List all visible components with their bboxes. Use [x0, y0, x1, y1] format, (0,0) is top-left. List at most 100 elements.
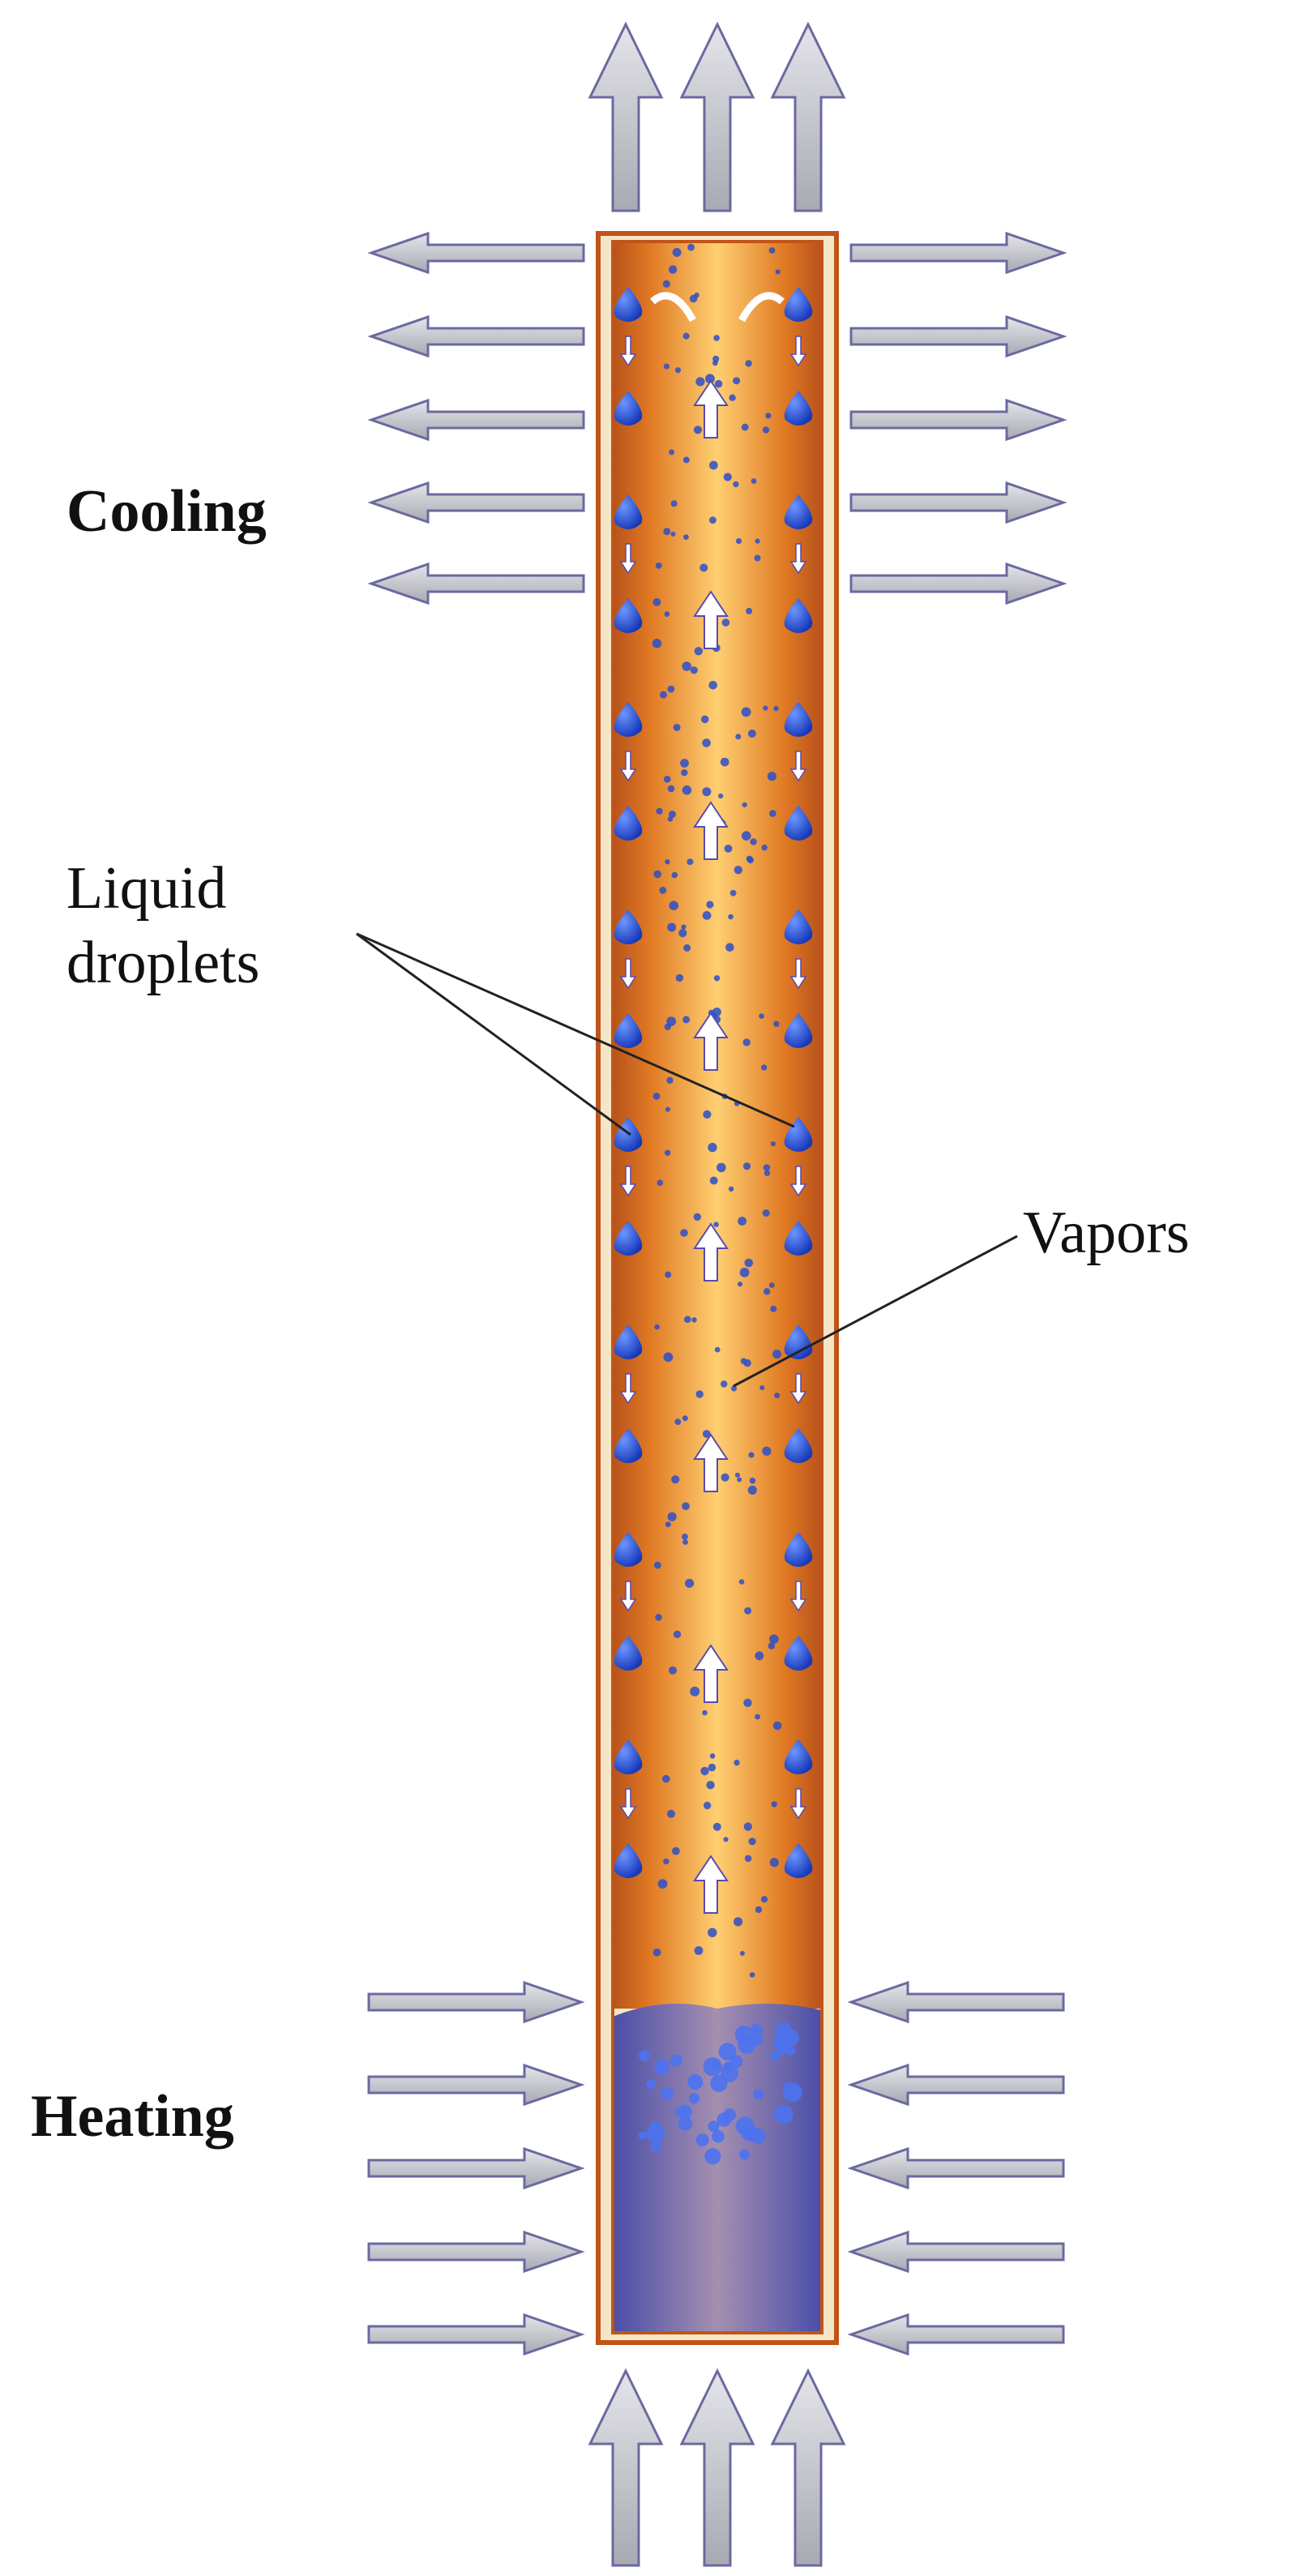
vapors-label: Vapors — [1023, 1200, 1190, 1266]
vapor-particle — [724, 845, 733, 853]
arrow-outward-icon — [849, 562, 1067, 605]
arrow-outward-icon — [367, 398, 585, 442]
vapor-particle — [667, 1809, 675, 1818]
vapor-particle — [684, 1316, 691, 1323]
vapor-particle — [712, 1822, 721, 1831]
arrow-outward-icon — [849, 481, 1067, 524]
vapor-particle — [717, 1162, 726, 1173]
vapor-particle — [666, 1016, 676, 1026]
cooling-label: Cooling — [66, 478, 267, 545]
vapor-particle — [763, 1164, 771, 1171]
vapor-particle — [755, 538, 760, 544]
liquid-droplet — [784, 1117, 813, 1152]
vapor-particle — [702, 738, 711, 747]
vapor-particle — [747, 1485, 757, 1495]
vapor-particle — [678, 929, 687, 938]
vapor-particle — [751, 478, 757, 484]
liquid-droplet — [614, 1739, 643, 1774]
vapor-particle — [730, 1385, 738, 1392]
liquid-droplet — [784, 909, 813, 944]
arrow-up-icon — [693, 1222, 729, 1282]
vapor-particle — [669, 1666, 677, 1675]
vapor-particle — [682, 1016, 691, 1024]
vapor-particle — [665, 1521, 671, 1528]
vapor-particle — [682, 1534, 688, 1540]
vapor-particle — [768, 1282, 775, 1288]
vapor-particle — [675, 973, 684, 982]
arrow-inward-icon — [367, 2146, 585, 2190]
pool-bubble — [650, 2141, 661, 2153]
arrow-down-icon — [789, 543, 807, 575]
droplet-shape — [784, 1739, 813, 1774]
vapor-particle — [662, 1774, 670, 1783]
vapor-particle — [775, 269, 781, 275]
vapor-particle — [699, 563, 708, 572]
vapor-particle — [743, 1822, 752, 1831]
vapor-particle — [663, 363, 670, 370]
arrow-curve-icon — [650, 292, 696, 323]
pool-bubble — [654, 2060, 670, 2075]
vapor-particle — [709, 516, 717, 524]
arrow-inward-icon — [367, 2230, 585, 2274]
vapor-particle — [668, 265, 678, 274]
vapor-particle — [767, 772, 777, 781]
liquid-droplet — [614, 702, 643, 737]
arrow-outward-icon — [367, 315, 585, 358]
pipe-vapor-core — [613, 242, 822, 2009]
vapor-particle — [682, 785, 692, 795]
vapor-particle — [708, 1763, 717, 1772]
arrow-curve-icon — [738, 292, 785, 323]
vapor-particle — [703, 1110, 712, 1119]
arrow-down-icon — [789, 958, 807, 990]
vapor-particle — [738, 1579, 745, 1585]
vapor-particle — [659, 887, 667, 894]
vapor-particle — [745, 360, 752, 367]
pool-bubble — [711, 2060, 720, 2069]
vapor-particle — [749, 1972, 755, 1978]
vapor-particle — [667, 685, 675, 693]
liquid-droplet — [614, 1636, 643, 1671]
vapor-particle — [682, 1415, 688, 1422]
liquid-droplets-label-line2: droplets — [66, 930, 259, 996]
liquid-droplet — [784, 1324, 813, 1359]
droplet-shape — [784, 1013, 813, 1048]
droplet-shape — [614, 1739, 643, 1774]
vapor-particle — [694, 1946, 704, 1955]
liquid-droplet — [784, 806, 813, 841]
vapor-particle — [737, 1477, 742, 1483]
arrow-outward-icon — [849, 398, 1067, 442]
liquid-droplet — [614, 1324, 643, 1359]
arrow-inward-icon — [847, 1980, 1065, 2024]
droplet-shape — [784, 391, 813, 426]
vapor-particle — [761, 844, 768, 851]
arrow-inward-icon — [847, 2063, 1065, 2107]
droplet-shape — [784, 1636, 813, 1671]
arrow-down-icon — [619, 958, 637, 990]
vapor-particle — [735, 734, 742, 740]
pool-bubble — [646, 2079, 656, 2089]
pool-bubble — [638, 2131, 648, 2140]
liquid-droplet — [784, 1636, 813, 1671]
droplet-shape — [614, 1532, 643, 1567]
vapor-particle — [665, 1106, 671, 1112]
leader-line-vapors — [733, 1235, 1018, 1388]
arrow-inward-icon — [367, 2313, 585, 2356]
vapor-particle — [744, 1855, 752, 1863]
arrow-down-icon — [789, 336, 807, 367]
arrow-up-icon — [679, 2368, 755, 2567]
vapor-particle — [721, 1380, 728, 1388]
droplet-shape — [784, 1428, 813, 1463]
vapor-particle — [673, 1630, 682, 1639]
liquid-droplet — [614, 1428, 643, 1463]
vapor-particle — [728, 914, 734, 920]
vapor-particle — [655, 1614, 662, 1621]
vapor-particle — [671, 1475, 680, 1484]
droplet-shape — [784, 806, 813, 841]
arrow-outward-icon — [367, 562, 585, 605]
vapor-particle — [755, 1651, 764, 1661]
vapor-particle — [673, 724, 681, 731]
arrow-up-icon — [679, 21, 755, 212]
pool-bubble — [770, 2051, 781, 2061]
droplet-shape — [614, 909, 643, 944]
vapor-particle — [733, 377, 741, 385]
